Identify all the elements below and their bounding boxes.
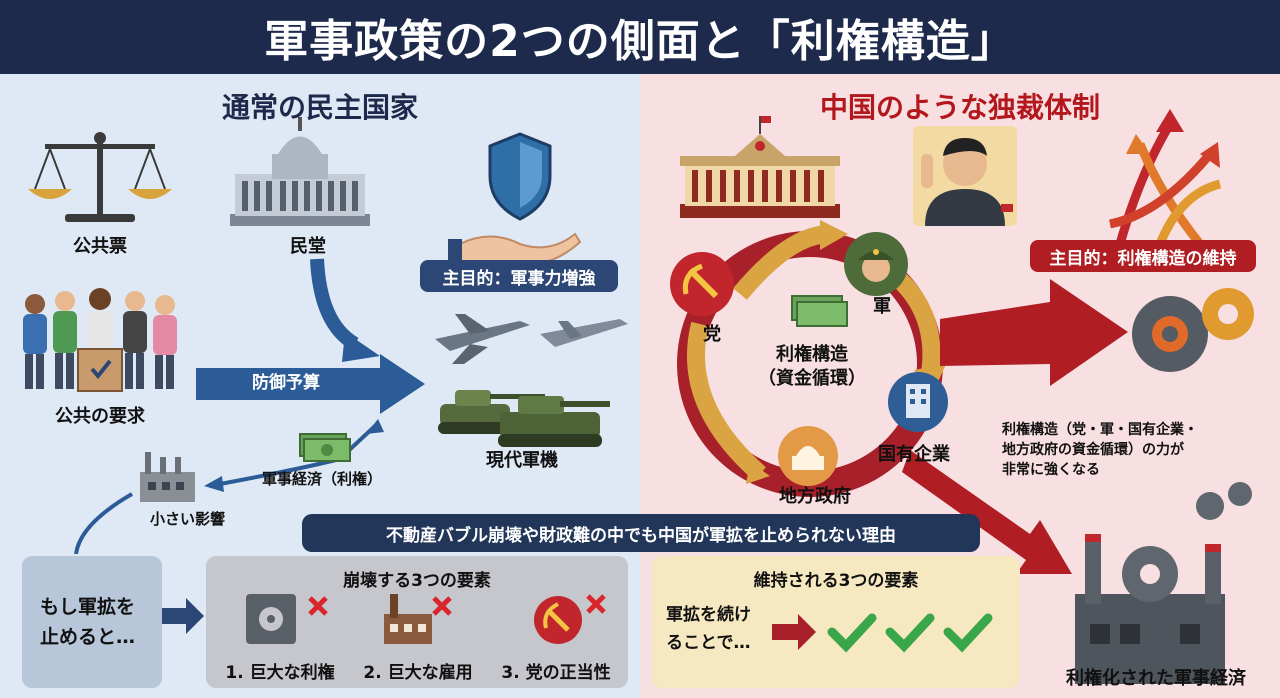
interest-note-line: 非常に強くなる xyxy=(1002,462,1100,478)
small-factory-icon xyxy=(140,452,195,502)
military-economy-label: 軍事経済（利権） xyxy=(262,470,383,488)
budget-flow-arrow xyxy=(310,258,359,351)
interest-note: 利権構造（党・軍・国有企業・ 地方政府の資金循環）の力が 非常に強くなる xyxy=(1002,420,1262,480)
reason-banner: 不動産バブル崩壊や財政難の中でも中国が軍拡を止められない理由 xyxy=(302,514,980,552)
great-hall-icon xyxy=(680,116,840,218)
party-emblem-icon xyxy=(534,594,606,644)
party-label: 党 xyxy=(703,324,721,345)
defense-budget-label: 防御予算 xyxy=(252,373,320,393)
public-demand-label: 公共の要求 xyxy=(55,406,145,427)
collapse-item: 2. 巨大な雇用 xyxy=(363,663,473,683)
tank-icon xyxy=(438,390,610,447)
maintain-arrow xyxy=(772,614,816,650)
fighter-jet-icon xyxy=(435,314,628,364)
collapse-item: 1. 巨大な利権 xyxy=(225,663,335,683)
collapse-item: 3. 党の正当性 xyxy=(501,663,611,683)
safe-icon xyxy=(246,594,328,644)
gears-icon xyxy=(1132,288,1254,372)
page-title: 軍事政策の2つの側面と「利権構造」 xyxy=(264,16,1016,67)
check-icon xyxy=(827,613,877,653)
leader-portrait-icon xyxy=(913,126,1017,226)
soe-icon xyxy=(888,372,948,432)
military-factory-icon xyxy=(1075,482,1252,684)
main-purpose-arrow xyxy=(940,279,1128,386)
army-label: 軍 xyxy=(873,296,891,317)
title-bar: 軍事政策の2つの側面と「利権構造」 xyxy=(0,0,1280,74)
soe-label: 国有企業 xyxy=(878,444,950,465)
voters-icon xyxy=(23,288,177,392)
democracy-illustration xyxy=(23,117,628,554)
if-line: 止めると… xyxy=(40,626,136,648)
collapse-icons xyxy=(246,594,606,644)
maintain-line: 軍拡を続け xyxy=(666,605,751,625)
military-economy-factory-label: 利権化された軍事経済 xyxy=(1066,668,1246,689)
money-center-icon xyxy=(791,295,848,327)
modern-weapons-label: 現代軍機 xyxy=(486,450,558,471)
democracy-main-purpose: 主目的：軍事力増強 xyxy=(420,260,618,292)
if-arrow xyxy=(162,598,204,634)
party-emblem-icon xyxy=(670,252,734,316)
fund-cycle-label: （資金循環） xyxy=(758,368,866,389)
dictatorship-heading: 中国のような独裁体制 xyxy=(819,91,1100,124)
interest-note-line: 利権構造（党・軍・国有企業・ xyxy=(1002,422,1198,438)
if-line: もし軍拡を xyxy=(40,596,136,618)
tangled-arrows-icon xyxy=(1109,109,1222,247)
public-vote-label: 公共票 xyxy=(73,236,127,257)
maintain-title: 維持される3つの要素 xyxy=(753,571,919,591)
dictatorship-illustration xyxy=(670,109,1254,684)
check-icon xyxy=(885,613,935,653)
collapse-title: 崩壊する3つの要素 xyxy=(343,571,491,591)
maintain-box: 維持される3つの要素 軍拡を続け ることで… xyxy=(652,556,1020,688)
dictatorship-main-purpose: 主目的：利権構造の維持 xyxy=(1030,240,1256,272)
if-box: もし軍拡を 止めると… xyxy=(22,556,162,688)
shield-hand-icon xyxy=(448,132,582,269)
local-gov-icon xyxy=(778,426,838,486)
local-gov-label: 地方政府 xyxy=(779,486,851,507)
interest-note-line: 地方政府の資金循環）の力が xyxy=(1002,442,1184,458)
maintain-line: ることで… xyxy=(666,633,751,653)
collapse-box: 崩壊する3つの要素 1. 巨大な利権 2. 巨大な雇用 3. 党の正当性 xyxy=(206,556,628,688)
maintain-icons xyxy=(772,613,993,653)
army-icon xyxy=(844,232,908,296)
scale-icon xyxy=(28,132,172,222)
private-hall-label: 民堂 xyxy=(290,236,326,257)
money-icon xyxy=(299,433,351,462)
defense-budget-arrow xyxy=(196,354,425,414)
parliament-icon xyxy=(230,117,370,226)
democracy-heading: 通常の民主国家 xyxy=(221,91,418,124)
small-impact-label: 小さい影響 xyxy=(150,510,226,528)
check-icon xyxy=(943,613,993,653)
factory-icon xyxy=(384,594,452,644)
factory-flow-arrow xyxy=(902,450,1072,574)
interest-structure-label: 利権構造 xyxy=(776,344,848,365)
